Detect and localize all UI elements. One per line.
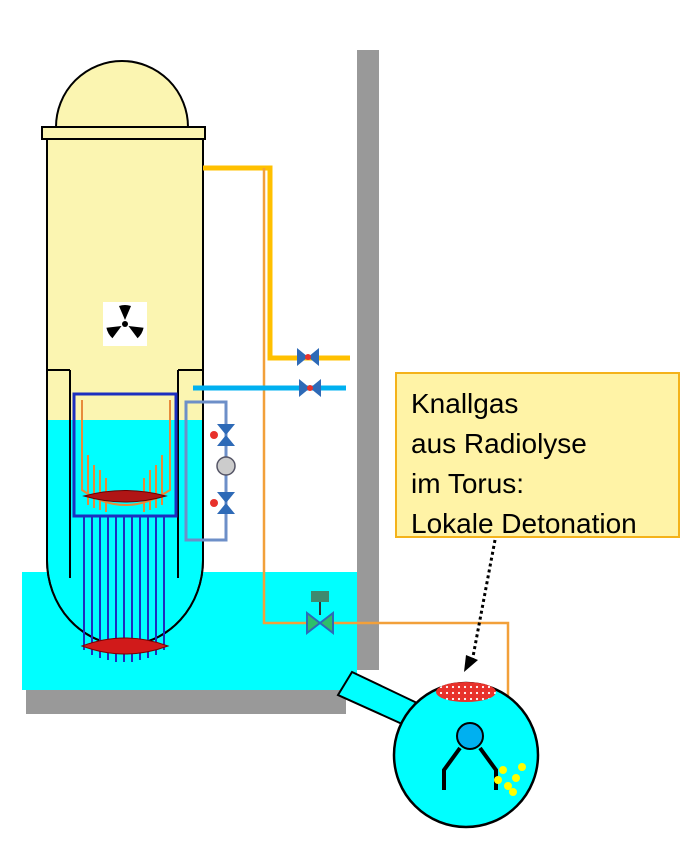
valve-icon [299, 379, 321, 397]
valve-icon [297, 348, 319, 366]
callout-box: Knallgas aus Radiolyse im Torus: Lokale … [395, 372, 680, 539]
callout-line-4: Lokale Detonation [411, 508, 637, 539]
containment-wall [357, 50, 379, 670]
floor-slab [26, 690, 346, 714]
hydrogen-pocket [436, 682, 496, 702]
radiation-trefoil-icon [103, 302, 147, 346]
steam-line [203, 165, 350, 361]
reactor-core [72, 392, 178, 662]
callout-line-3: im Torus: [411, 468, 525, 499]
valve-icon [210, 424, 235, 446]
core-melt-debris [82, 490, 168, 503]
actuator-valve-icon [306, 591, 334, 636]
callout-line-2: aus Radiolyse [411, 428, 587, 459]
callout-arrow [470, 539, 497, 663]
vent-gas-line [262, 168, 510, 760]
hydrogen-bubbles [494, 763, 526, 796]
callout-arrowhead [464, 655, 478, 672]
torus-wetwell [392, 681, 540, 829]
pump-icon [216, 456, 236, 476]
callout-line-1: Knallgas [411, 388, 519, 419]
valve-icon [210, 492, 235, 514]
bottom-melt-pool [80, 637, 170, 655]
